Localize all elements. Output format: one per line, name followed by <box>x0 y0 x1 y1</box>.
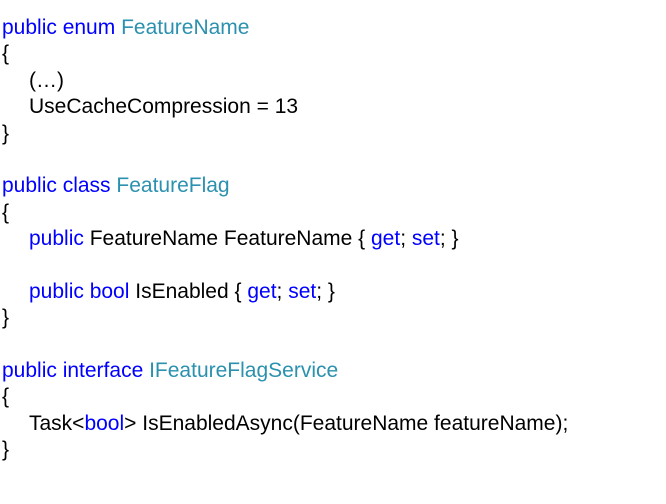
code-line: } <box>2 121 568 147</box>
code-type-name: FeatureFlag <box>116 174 230 198</box>
code-line: } <box>2 305 568 331</box>
code-text: } <box>2 306 10 330</box>
code-text: ; } <box>439 227 459 251</box>
code-keyword: set <box>411 227 440 251</box>
code-keyword: public bool <box>29 279 136 303</box>
code-text: } <box>2 121 10 145</box>
code-text: { <box>2 385 10 409</box>
code-keyword: public <box>29 227 90 251</box>
code-line: Task<bool> IsEnabledAsync(FeatureName fe… <box>2 411 568 437</box>
code-line: public enum FeatureName <box>2 15 568 41</box>
code-line: public interface IFeatureFlagService <box>2 358 568 384</box>
code-text: ; <box>276 279 289 303</box>
code-text: IsEnabled { <box>135 279 248 303</box>
code-type-name: IFeatureFlagService <box>149 359 339 383</box>
code-line: (…) <box>2 68 568 94</box>
code-keyword: get <box>371 227 401 251</box>
code-text: { <box>2 42 10 66</box>
code-line: public bool IsEnabled { get; set; } <box>2 279 568 305</box>
code-line: public class FeatureFlag <box>2 173 568 199</box>
code-text: UseCacheCompression = 13 <box>29 95 299 119</box>
code-keyword: get <box>247 279 277 303</box>
code-listing: public enum FeatureName{(…)UseCacheCompr… <box>2 15 568 464</box>
code-keyword: set <box>288 279 317 303</box>
code-text: ; } <box>316 279 335 303</box>
code-text: } <box>2 438 10 462</box>
code-line: public FeatureName FeatureName { get; se… <box>2 226 568 252</box>
code-type-name: FeatureName <box>121 16 250 39</box>
code-line: { <box>2 200 568 226</box>
code-line: UseCacheCompression = 13 <box>2 94 568 120</box>
code-keyword: public interface <box>2 359 150 383</box>
code-text: FeatureName FeatureName { <box>89 227 371 251</box>
code-line: } <box>2 437 568 463</box>
code-text: > IsEnabledAsync(FeatureName featureName… <box>124 411 569 435</box>
code-line: { <box>2 384 568 410</box>
code-text: Task< <box>29 411 85 435</box>
code-keyword: bool <box>84 411 125 435</box>
code-text: { <box>2 200 10 224</box>
code-keyword: public enum <box>2 16 122 39</box>
code-keyword: public class <box>2 174 117 198</box>
code-text: ; <box>400 227 412 251</box>
code-line <box>2 147 568 173</box>
code-line <box>2 253 568 279</box>
code-line <box>2 332 568 358</box>
code-text: (…) <box>29 68 64 92</box>
code-line: { <box>2 41 568 67</box>
